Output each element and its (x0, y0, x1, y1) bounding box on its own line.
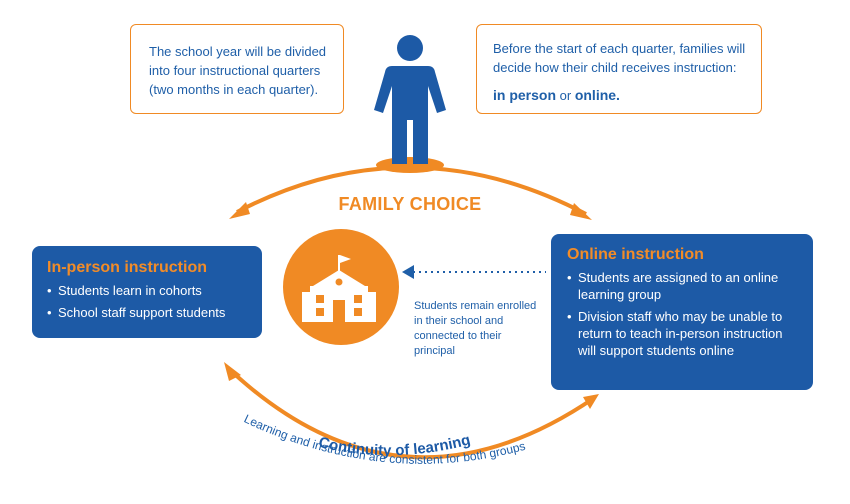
bottom-left-arrow-head (224, 362, 241, 381)
school-year-text: The school year will be divided into fou… (149, 44, 327, 97)
school-connection-note: Students remain enrolled in their school… (414, 300, 537, 357)
continuity-subtitle: Learning and instruction are consistent … (242, 412, 527, 467)
option-online: online. (574, 87, 620, 103)
in-person-bullets: Students learn in cohorts School staff s… (47, 282, 248, 321)
choice-options: in person or online. (493, 86, 747, 105)
right-arrow-head (570, 203, 592, 220)
dotted-arrow-head (402, 265, 414, 279)
left-arrow-head (229, 202, 250, 219)
continuity-arc (226, 366, 596, 460)
online-box: Online instruction Students are assigned… (551, 234, 813, 390)
in-person-title: In-person instruction (47, 259, 207, 276)
online-title: Online instruction (567, 246, 704, 263)
person-icon (374, 35, 446, 173)
online-bullet: Division staff who may be unable to retu… (567, 308, 799, 359)
in-person-bullet: School staff support students (47, 304, 248, 321)
svg-text:Learning and instruction are c: Learning and instruction are consistent … (242, 412, 527, 467)
online-bullet: Students are assigned to an online learn… (567, 269, 799, 303)
school-building-icon (283, 229, 399, 345)
in-person-box: In-person instruction Students learn in … (32, 246, 262, 338)
quarter-choice-text: Before the start of each quarter, famili… (493, 41, 746, 75)
online-bullets: Students are assigned to an online learn… (567, 269, 799, 359)
in-person-bullet: Students learn in cohorts (47, 282, 248, 299)
quarter-choice-note: Before the start of each quarter, famili… (476, 24, 762, 114)
school-year-note: The school year will be divided into fou… (130, 24, 344, 114)
option-in-person: in person (493, 87, 557, 103)
bottom-right-arrow-head (583, 394, 599, 409)
option-connector: or (559, 88, 572, 103)
family-choice-label: FAMILY CHOICE (338, 194, 482, 214)
